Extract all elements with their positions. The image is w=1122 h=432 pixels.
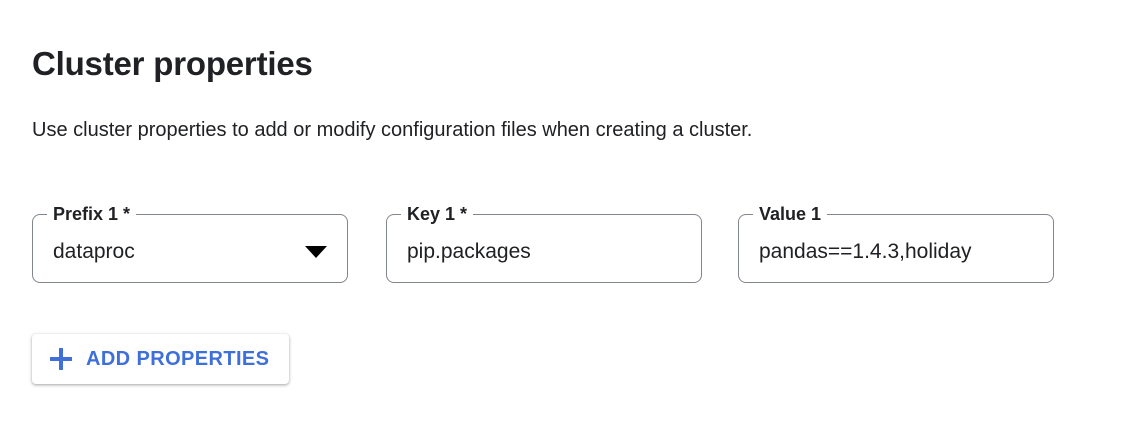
value-input[interactable]: pandas==1.4.3,holiday <box>739 221 1053 282</box>
key-input-value: pip.packages <box>407 239 531 263</box>
properties-row: Prefix 1 * dataproc Key 1 * pip.packages… <box>32 205 1090 283</box>
chevron-down-icon[interactable] <box>305 245 327 258</box>
prefix-select[interactable]: dataproc <box>33 221 347 282</box>
prefix-select-value: dataproc <box>53 239 135 263</box>
add-properties-button-label: ADD PROPERTIES <box>86 348 270 370</box>
key-field[interactable]: Key 1 * pip.packages <box>386 205 702 283</box>
page-description: Use cluster properties to add or modify … <box>32 119 753 141</box>
plus-icon <box>50 348 72 370</box>
add-properties-button[interactable]: ADD PROPERTIES <box>32 334 290 384</box>
value-input-value: pandas==1.4.3,holiday <box>759 239 972 263</box>
prefix-field[interactable]: Prefix 1 * dataproc <box>32 205 348 283</box>
page-title: Cluster properties <box>32 45 313 83</box>
value-field[interactable]: Value 1 pandas==1.4.3,holiday <box>738 205 1054 283</box>
key-input[interactable]: pip.packages <box>387 221 701 282</box>
